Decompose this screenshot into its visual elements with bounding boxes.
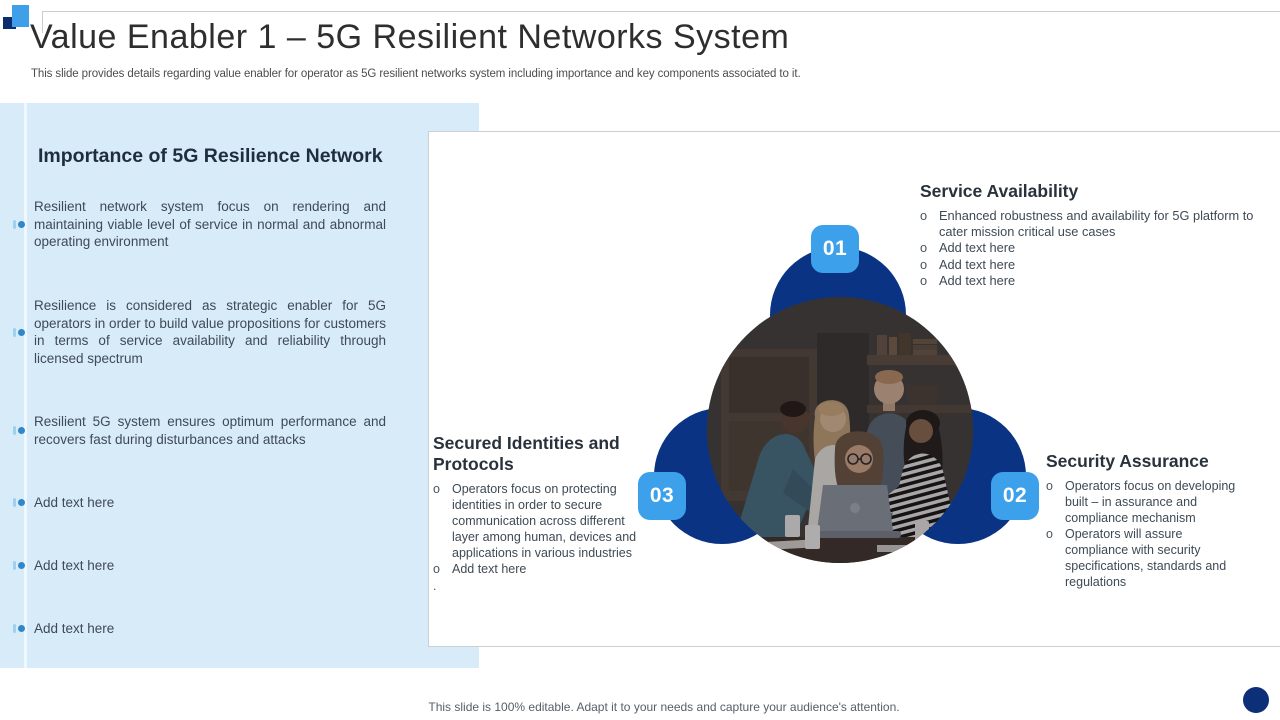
top-divider-line [42, 11, 1280, 12]
circle-bullet-icon: o [1046, 479, 1053, 493]
blue-dot-bullet-icon [13, 219, 25, 229]
badge-02: 02 [991, 472, 1039, 520]
circle-bullet-icon: o [920, 208, 928, 223]
blue-dot-bullet-icon [13, 327, 25, 337]
footer-note: This slide is 100% editable. Adapt it to… [428, 700, 900, 714]
list-item-text: Enhanced robustness and availability for… [939, 208, 1254, 240]
list-item: o Operators focus on protecting identiti… [433, 481, 640, 561]
decor-square-light-icon [12, 5, 29, 27]
panel-bullet: Add text here [13, 494, 433, 512]
circle-bullet-icon: o [920, 256, 928, 272]
list-item-text: Add text here [939, 272, 1016, 288]
panel-bullet: Resilient network system focus on render… [13, 198, 433, 251]
badge-03: 03 [638, 472, 686, 520]
slide-subtitle: This slide provides details regarding va… [31, 68, 801, 80]
blue-dot-bullet-icon [13, 426, 25, 435]
list-item: o Add text here [433, 561, 640, 577]
list-item-text: Add text here [939, 256, 1016, 272]
list-item-text: Operators will assure compliance with se… [1065, 527, 1227, 589]
list-item: o Add text here [920, 257, 1268, 273]
section-heading: Service Availability [920, 181, 1079, 201]
panel-bullet-text: Add text here [34, 495, 115, 510]
circle-bullet-icon: o [433, 562, 440, 576]
panel-bullet-text: Resilience is considered as strategic en… [34, 298, 386, 366]
list-item: o Add text here [920, 240, 1268, 256]
importance-panel: Importance of 5G Resilience Network Resi… [0, 103, 479, 668]
blue-dot-bullet-icon [13, 561, 25, 571]
list-item-text: Add text here [452, 562, 527, 576]
section-heading: Security Assurance [1046, 451, 1209, 471]
panel-bullet-text: Add text here [34, 621, 115, 636]
navy-dot-icon [1243, 687, 1269, 713]
circle-bullet-icon: o [1046, 527, 1053, 541]
panel-bullet: Resilient 5G system ensures optimum perf… [13, 413, 433, 448]
list-item-text: Operators focus on developing built – in… [1065, 479, 1236, 525]
list-item: o Enhanced robustness and availability f… [920, 208, 1268, 240]
top-divider-corner [42, 11, 43, 33]
page-title: Value Enabler 1 – 5G Resilient Networks … [30, 18, 790, 56]
list-item-text: Add text here [939, 240, 1016, 256]
section-heading: Secured Identities and Protocols [433, 433, 620, 474]
list-item: o Add text here [920, 273, 1268, 289]
team-photo-illustration [707, 297, 973, 563]
panel-heading: Importance of 5G Resilience Network [38, 145, 383, 167]
section-service-availability: Service Availability o Enhanced robustne… [920, 181, 1268, 289]
panel-bullet: Add text here [13, 557, 433, 575]
panel-bullet: Add text here [13, 620, 433, 638]
panel-bullet-text: Resilient network system focus on render… [34, 199, 386, 249]
blue-dot-bullet-icon [13, 498, 25, 508]
panel-bullet: Resilience is considered as strategic en… [13, 297, 433, 367]
list-item: o Operators focus on developing built – … [1046, 478, 1238, 526]
list-item: o Operators will assure compliance with … [1046, 526, 1238, 590]
panel-accent-line [24, 103, 27, 668]
section-security-assurance: Security Assurance o Operators focus on … [1046, 451, 1238, 590]
list-item-text: Operators focus on protecting identities… [452, 482, 637, 560]
blue-dot-bullet-icon [13, 624, 25, 634]
section-secured-identities: Secured Identities and Protocols o Opera… [433, 433, 640, 593]
badge-01: 01 [811, 225, 859, 273]
circle-bullet-icon: o [920, 240, 928, 256]
panel-bullet-text: Resilient 5G system ensures optimum perf… [34, 414, 386, 447]
circle-bullet-icon: o [433, 482, 440, 496]
circle-bullet-icon: o [920, 272, 928, 288]
panel-bullet-text: Add text here [34, 558, 115, 573]
trailing-period: . [433, 579, 437, 593]
